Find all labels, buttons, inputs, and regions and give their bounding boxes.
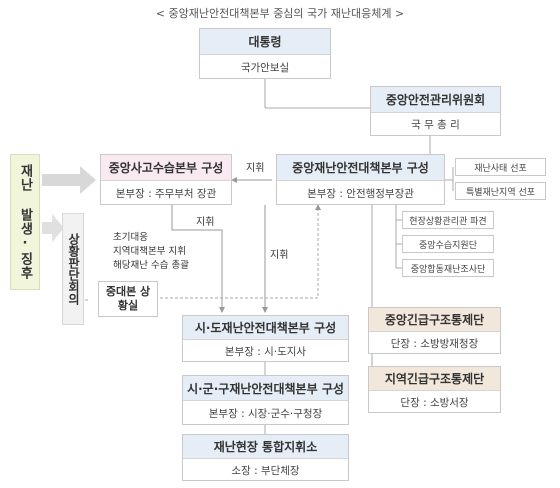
disaster-trigger-text: 재난 발생·징후 (17, 164, 33, 280)
provincial-hq-body: 본부장 : 시·도지사 (183, 339, 348, 362)
diagram-title: < 중앙재난안전대책본부 중심의 국가 재난대응체계 > (155, 7, 405, 20)
site-command-body: 소장 : 부단체장 (183, 458, 348, 481)
cdsch-box: 중앙재난안전대책본부 구성 본부장 : 안전행정부장관 (276, 154, 445, 205)
command-label-1: 지휘 (246, 163, 265, 174)
dashed-hq-link (160, 204, 321, 299)
command-label-3: 지휘 (270, 250, 289, 261)
regional-rescue-box: 지역긴급구조통제단 단장 : 소방서장 (368, 366, 501, 413)
initial-note-line-3: 해당재난 수습 총괄 (113, 260, 189, 271)
wide-arrow-2 (42, 214, 64, 242)
provincial-hq-box: 시·도재난안전대책본부 구성 본부장 : 시·도지사 (182, 315, 349, 362)
central-hq-text: 중대본 상황실 (105, 285, 151, 312)
cdsch-body: 본부장 : 안전행정부장관 (277, 180, 444, 205)
wide-arrow-1 (42, 166, 96, 194)
initial-note-line-2: 지역대책본부 지휘 (113, 246, 186, 257)
situation-judgment-text: 상황판단회의 (66, 233, 81, 305)
provincial-hq-head: 시·도재난안전대책본부 구성 (183, 316, 348, 339)
special-disaster-zone-box: 특별재난지역 선포 (455, 182, 546, 200)
local-hq-body: 본부장 : 시장·군수·구청장 (183, 400, 348, 425)
initial-note-line-1: 초기대응 (113, 232, 148, 243)
initial-response-note: 초기대응 지역대책본부 지휘 해당재난 수습 총괄 (113, 231, 189, 273)
site-command-head: 재난현장 통합지휘소 (183, 435, 348, 458)
president-body: 국가안보실 (200, 54, 330, 79)
arrow-command-2 (171, 205, 225, 313)
local-hq-box: 시·군·구재난안전대책본부 구성 본부장 : 시장·군수·구청장 (182, 375, 349, 425)
central-hq-situation-room: 중대본 상황실 (98, 281, 158, 317)
disaster-state-box: 재난사태 선포 (455, 158, 546, 176)
site-command-box: 재난현장 통합지휘소 소장 : 부단체장 (182, 434, 349, 481)
central-rescue-body: 단장 : 소방방재청장 (369, 331, 500, 354)
cscdh-box: 중앙사고수습본부 구성 본부장 : 주무부처 장관 (100, 154, 232, 205)
central-committee-body: 국 무 총 리 (371, 112, 500, 136)
regional-rescue-body: 단장 : 소방서장 (369, 390, 500, 413)
president-box: 대통령 국가안보실 (199, 28, 331, 79)
cdsch-head: 중앙재난안전대책본부 구성 (277, 155, 444, 180)
central-committee-head: 중앙안전관리위원회 (371, 87, 500, 112)
disaster-trigger-box: 재난 발생·징후 (10, 154, 40, 290)
regional-rescue-head: 지역긴급구조통제단 (369, 367, 500, 390)
president-head: 대통령 (200, 29, 330, 54)
local-hq-head: 시·군·구재난안전대책본부 구성 (183, 376, 348, 400)
central-support-team-box: 중앙수습지원단 (402, 235, 494, 253)
central-rescue-box: 중앙긴급구조통제단 단장 : 소방방재청장 (368, 307, 501, 354)
joint-investigation-box: 중앙합동재난조사단 (402, 259, 494, 277)
central-rescue-head: 중앙긴급구조통제단 (369, 308, 500, 331)
command-label-2: 지휘 (196, 217, 215, 228)
cscdh-head: 중앙사고수습본부 구성 (101, 155, 231, 180)
field-manager-box: 현장상황관리관 파견 (402, 211, 494, 229)
cscdh-body: 본부장 : 주무부처 장관 (101, 180, 231, 205)
situation-judgment-box: 상황판단회의 (62, 213, 84, 325)
central-committee-box: 중앙안전관리위원회 국 무 총 리 (370, 86, 501, 136)
